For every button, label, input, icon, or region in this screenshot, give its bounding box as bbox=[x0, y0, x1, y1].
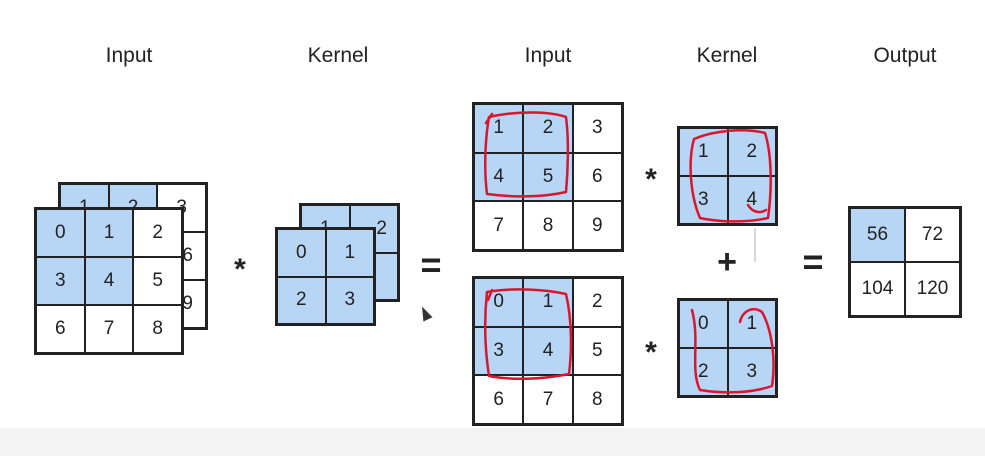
input-top-cell: 3 bbox=[572, 104, 622, 153]
heading-input-left: Input bbox=[105, 44, 153, 67]
kernel-bottom-channel: 0 1 2 3 bbox=[677, 298, 778, 398]
input-front-cell: 1 bbox=[84, 209, 134, 257]
kernel-top-cell: 4 bbox=[727, 176, 776, 224]
conv-operator-left: * bbox=[234, 253, 246, 286]
kernel-bottom-cell: 3 bbox=[727, 348, 776, 396]
input-front-channel: 0 1 2 3 4 5 6 7 8 bbox=[34, 207, 184, 355]
input-top-cell: 7 bbox=[474, 201, 524, 250]
kernel-top-channel: 1 2 3 4 bbox=[677, 126, 778, 226]
equals-operator-left: = bbox=[420, 244, 442, 285]
input-bottom-cell: 0 bbox=[474, 278, 524, 327]
divider-line bbox=[754, 228, 756, 262]
input-top-cell: 5 bbox=[523, 152, 573, 202]
kernel-front-cell: 0 bbox=[277, 229, 326, 277]
kernel-front-cell: 2 bbox=[277, 276, 326, 324]
plus-operator: + bbox=[717, 243, 737, 281]
output-cell: 104 bbox=[850, 262, 905, 316]
bottom-strip bbox=[0, 428, 985, 456]
input-front-cell: 5 bbox=[133, 257, 182, 305]
heading-kernel-left: Kernel bbox=[307, 44, 369, 67]
kernel-top-cell: 1 bbox=[679, 128, 728, 176]
input-top-cell: 2 bbox=[523, 104, 573, 153]
input-bottom-cell: 5 bbox=[572, 326, 622, 376]
kernel-bottom-cell: 2 bbox=[679, 348, 728, 396]
heading-kernel-right: Kernel bbox=[696, 44, 758, 67]
input-bottom-cell: 7 bbox=[523, 375, 573, 424]
input-bottom-channel: 0 1 2 3 4 5 6 7 8 bbox=[472, 276, 624, 426]
kernel-bottom-cell: 0 bbox=[679, 300, 728, 348]
heading-input-right: Input bbox=[524, 44, 572, 67]
input-bottom-cell: 6 bbox=[474, 375, 524, 424]
mouse-cursor-icon bbox=[417, 304, 433, 322]
conv-operator-top: * bbox=[645, 163, 657, 196]
input-top-cell: 6 bbox=[572, 152, 622, 202]
kernel-top-cell: 2 bbox=[727, 128, 776, 176]
input-top-cell: 8 bbox=[523, 201, 573, 250]
conv-operator-bottom: * bbox=[645, 336, 657, 369]
output-cell: 56 bbox=[850, 208, 905, 262]
input-top-channel: 1 2 3 4 5 6 7 8 9 bbox=[472, 102, 624, 252]
input-top-cell: 4 bbox=[474, 152, 524, 202]
input-front-cell: 6 bbox=[36, 305, 85, 353]
output-cell: 120 bbox=[905, 262, 960, 316]
input-front-cell: 7 bbox=[84, 305, 134, 353]
kernel-bottom-cell: 1 bbox=[727, 300, 776, 348]
input-bottom-cell: 8 bbox=[572, 375, 622, 424]
input-front-cell: 3 bbox=[36, 257, 85, 305]
input-front-cell: 0 bbox=[36, 209, 85, 257]
kernel-front-cell: 3 bbox=[325, 276, 374, 324]
equals-operator-right: = bbox=[802, 241, 824, 282]
heading-output: Output bbox=[873, 44, 937, 67]
input-bottom-cell: 1 bbox=[523, 278, 573, 327]
input-bottom-cell: 3 bbox=[474, 326, 524, 376]
input-front-cell: 8 bbox=[133, 305, 182, 353]
input-bottom-cell: 2 bbox=[572, 278, 622, 327]
input-top-cell: 9 bbox=[572, 201, 622, 250]
input-bottom-cell: 4 bbox=[523, 326, 573, 376]
input-front-cell: 2 bbox=[133, 209, 182, 257]
kernel-front-channel: 0 1 2 3 bbox=[275, 227, 376, 326]
input-front-cell: 4 bbox=[84, 257, 134, 305]
output-cell: 72 bbox=[905, 208, 960, 262]
kernel-front-cell: 1 bbox=[325, 229, 374, 277]
output-grid: 56 72 104 120 bbox=[848, 206, 962, 318]
input-top-cell: 1 bbox=[474, 104, 524, 153]
kernel-top-cell: 3 bbox=[679, 176, 728, 224]
